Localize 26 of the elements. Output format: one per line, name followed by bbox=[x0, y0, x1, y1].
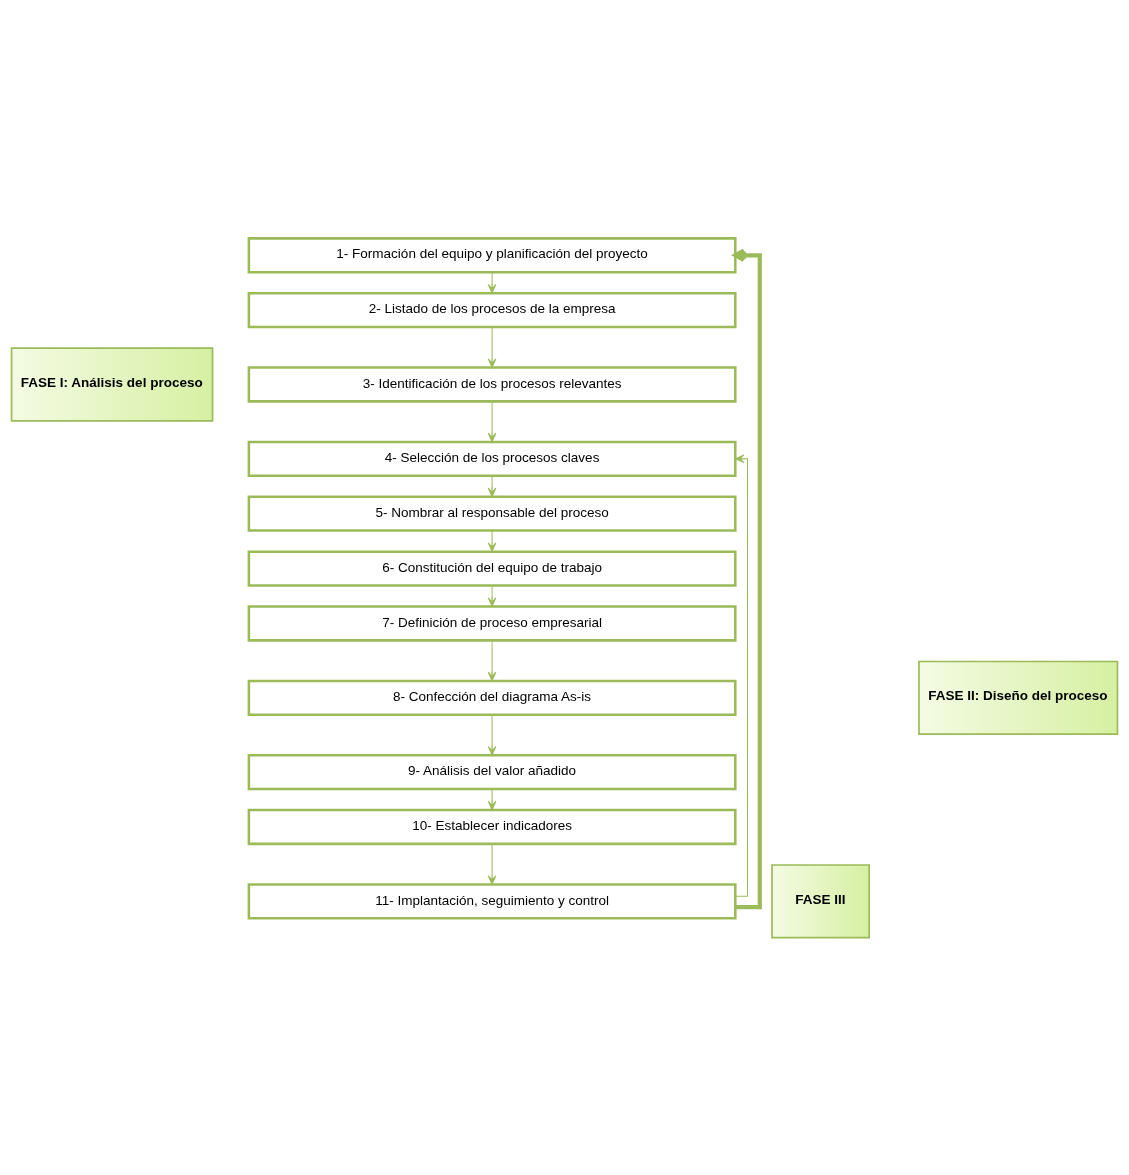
arrow bbox=[733, 247, 762, 909]
arrow bbox=[487, 714, 497, 755]
node-box: FASE I: Análisis del proceso bbox=[10, 346, 214, 422]
arrow bbox=[487, 788, 497, 810]
node-box: 6- Constitución del equipo de trabajo bbox=[247, 549, 737, 587]
arrow bbox=[487, 529, 497, 552]
node-box: 8- Confección del diagrama As-is bbox=[247, 679, 737, 716]
arrow bbox=[735, 454, 749, 897]
arrow bbox=[487, 326, 497, 368]
arrow bbox=[487, 271, 497, 293]
node-box: 3- Identificación de los procesos relevantes bbox=[247, 365, 737, 403]
arrow bbox=[487, 400, 497, 442]
node-box: 11- Implantación, seguimiento y control bbox=[247, 882, 737, 919]
node-box: FASE II: Diseño del proceso bbox=[918, 660, 1119, 735]
node-box: FASE III bbox=[771, 863, 870, 938]
node-box: 9- Análisis del valor añadido bbox=[247, 753, 737, 790]
node-box: 7- Definición de proceso empresarial bbox=[247, 604, 737, 642]
arrow bbox=[487, 843, 497, 885]
node-box: 2- Listado de los procesos de la empresa bbox=[247, 291, 737, 328]
node-box: 1- Formación del equipo y planificación del proyecto bbox=[247, 236, 737, 273]
arrow bbox=[487, 584, 497, 607]
arrow bbox=[487, 639, 497, 681]
node-box: 5- Nombrar al responsable del proceso bbox=[247, 495, 737, 532]
node-box: 10- Establecer indicadores bbox=[247, 808, 737, 845]
node-box: 4- Selección de los procesos claves bbox=[247, 440, 737, 477]
arrow bbox=[487, 474, 497, 497]
